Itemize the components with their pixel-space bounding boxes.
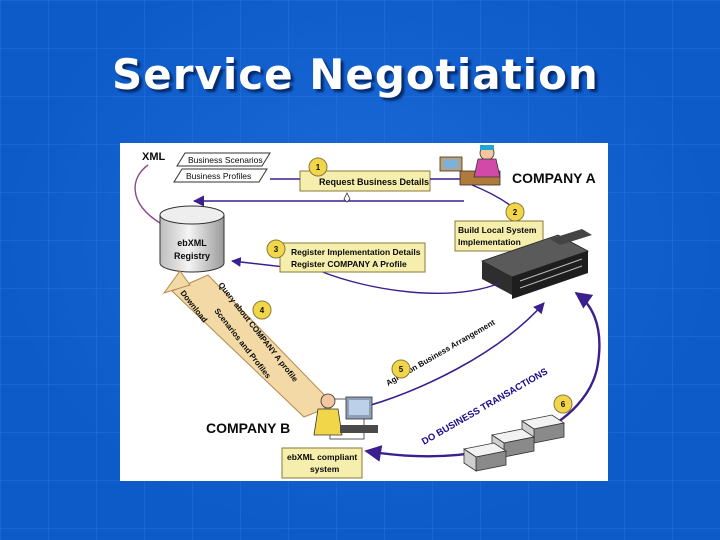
transaction-documents-icon	[462, 414, 566, 472]
step-5: 5	[391, 359, 411, 379]
step-3-number: 3	[274, 245, 279, 254]
ebxml-compliant-system-box: ebXML compliant system	[281, 447, 363, 479]
svg-text:Register COMPANY A Profile: Register COMPANY A Profile	[291, 259, 407, 269]
step-4: 4	[252, 300, 272, 320]
svg-text:ebXML: ebXML	[177, 238, 207, 248]
download-query-arrow: Download Scenarios and Profiles Query ab…	[162, 270, 335, 418]
svg-text:Build Local System: Build Local System	[458, 225, 537, 235]
svg-text:Business Scenarios: Business Scenarios	[188, 155, 263, 165]
company-a-label: COMPANY A	[512, 170, 596, 186]
svg-text:Register Implementation Detail: Register Implementation Details	[291, 247, 421, 257]
ebxml-registry-icon: ebXML Registry	[159, 205, 225, 273]
svg-text:Implementation: Implementation	[458, 237, 521, 247]
step-6-number: 6	[561, 400, 566, 409]
step-5-number: 5	[399, 365, 404, 374]
step-3: Register Implementation Details Register…	[266, 239, 426, 273]
step-3-arrow	[231, 257, 501, 294]
business-scenarios-card: Business Scenarios	[176, 152, 271, 167]
step-1: Request Business Details 1	[299, 157, 431, 192]
pointer-cursor-icon	[343, 192, 351, 203]
step-2: Build Local System Implementation 2	[454, 202, 544, 252]
svg-text:Business Profiles: Business Profiles	[186, 171, 251, 181]
step-4-number: 4	[260, 306, 265, 315]
xml-to-registry-line	[134, 164, 183, 228]
business-profiles-card: Business Profiles	[173, 168, 268, 183]
company-b-person-icon	[313, 393, 378, 440]
company-a-person-icon	[439, 145, 501, 186]
negotiation-diagram: XML Business Scenarios Business Profiles…	[120, 143, 608, 481]
svg-text:system: system	[310, 464, 340, 474]
xml-label: XML	[142, 151, 166, 163]
step-2-number: 2	[513, 208, 518, 217]
step-1-number: 1	[316, 163, 321, 172]
transactions-arrow	[364, 292, 601, 462]
company-b-label: COMPANY B	[206, 420, 290, 436]
step-6: 6	[553, 394, 573, 414]
step-1-label: Request Business Details	[319, 177, 429, 187]
slide-title: Service Negotiation	[112, 50, 599, 99]
svg-text:Registry: Registry	[174, 251, 210, 261]
svg-text:ebXML compliant: ebXML compliant	[287, 452, 357, 462]
company-a-building-icon	[480, 229, 592, 299]
